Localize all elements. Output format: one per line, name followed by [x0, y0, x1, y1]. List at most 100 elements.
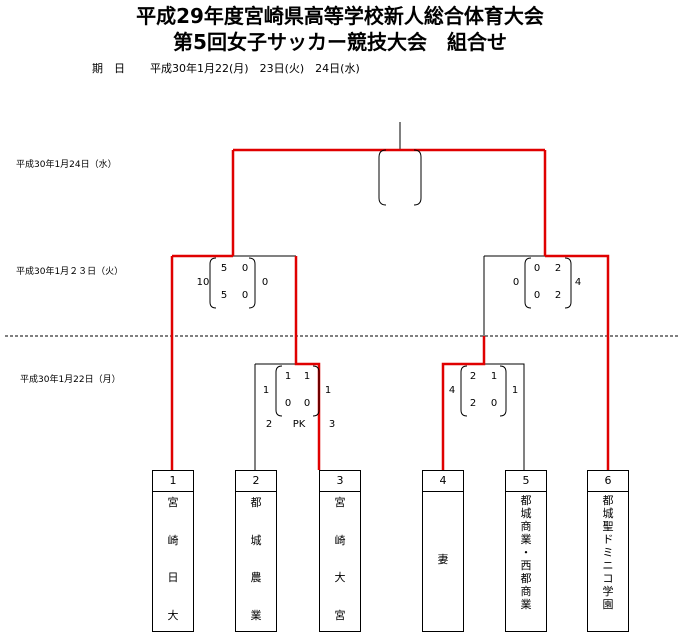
team-name: 妻 [423, 492, 463, 624]
team-name-char: 都 [520, 494, 532, 507]
sf-right-bracket-right [564, 257, 572, 309]
sf-left-outer-left: 10 [196, 277, 210, 288]
team-name-char: 業 [250, 608, 262, 622]
team-name: 都 城 聖 ド ミ ニ コ 学 園 [588, 492, 628, 611]
team-name-char: コ [602, 572, 614, 585]
r1-left-bracket-left [275, 365, 283, 417]
r1-right-inner-tl: 2 [469, 371, 477, 382]
team-box-3: 3 宮 崎 大 宮 [319, 470, 361, 632]
sf-right-inner-tl: 0 [533, 263, 541, 274]
team-name-char: 城 [602, 507, 614, 520]
team-name-char: 大 [167, 608, 179, 622]
team-name-char: 学 [602, 585, 614, 598]
sf-right-bracket-left [524, 257, 532, 309]
red-sf-right-branch [441, 336, 486, 470]
team-name-char: 商 [520, 585, 532, 598]
team-name-char: 城 [250, 533, 262, 547]
r1-left-inner-tl: 1 [284, 371, 292, 382]
team-name-char: 商 [520, 520, 532, 533]
team-name-char: 業 [520, 533, 532, 546]
team-number: 4 [423, 471, 463, 492]
sf-left-bracket-right [248, 257, 256, 309]
line-r1-left-left [254, 363, 296, 470]
r1-left-inner-tr: 1 [303, 371, 311, 382]
sf-left-inner-tr: 0 [241, 263, 249, 274]
team-name-char: 都 [250, 496, 262, 509]
sf-right-outer-left: 0 [512, 277, 520, 288]
team-name-char: 業 [520, 598, 532, 611]
team-name-char: 妻 [437, 552, 449, 566]
team-name: 都 城 商 業 ・ 西 都 商 業 [506, 492, 546, 611]
round-label-final: 平成30年1月24日（水） [16, 160, 117, 170]
sf-left-inner-br: 0 [241, 290, 249, 301]
red-sf-right [545, 254, 610, 470]
team-name-char: 大 [334, 571, 346, 585]
date-value: 平成30年1月22(月) 23日(火) 24日(水) [150, 62, 360, 75]
team-name-char: 園 [602, 598, 614, 611]
r1-left-bracket-right [312, 365, 320, 417]
r1-right-inner-tr: 1 [490, 371, 498, 382]
sf-left-inner-tl: 5 [220, 263, 228, 274]
r1-left-pk-left: 2 [265, 419, 273, 430]
sf-right-inner-br: 2 [554, 290, 562, 301]
red-final [231, 148, 547, 256]
team-number: 2 [236, 471, 276, 492]
round-label-first: 平成30年1月22日（月） [20, 375, 121, 385]
r1-right-inner-bl: 2 [469, 398, 477, 409]
team-box-4: 4 妻 [422, 470, 464, 632]
final-score-bracket-right [413, 149, 422, 206]
team-number: 5 [506, 471, 546, 492]
sf-left-bracket-left [209, 257, 217, 309]
team-name-char: 宮 [334, 496, 346, 509]
team-box-6: 6 都 城 聖 ド ミ ニ コ 学 園 [587, 470, 629, 632]
team-box-2: 2 都 城 農 業 [235, 470, 277, 632]
team-name-char: 崎 [334, 533, 346, 547]
tournament-title: 平成29年度宮崎県高等学校新人総合体育大会 [136, 4, 544, 28]
team-name-char: ミ [602, 546, 614, 559]
team-name-char: ド [602, 533, 614, 546]
r1-left-inner-bl: 0 [284, 398, 292, 409]
team-name-char: 宮 [334, 608, 346, 622]
team-number: 6 [588, 471, 628, 492]
r1-right-bracket-left [460, 365, 468, 417]
team-name-char: 宮 [167, 496, 179, 509]
team-name: 都 城 農 業 [236, 492, 276, 622]
team-number: 1 [153, 471, 193, 492]
r1-left-pk-right: 3 [328, 419, 336, 430]
team-name-char: ニ [602, 559, 614, 572]
team-name: 宮 崎 大 宮 [320, 492, 360, 622]
team-name-char: 城 [520, 507, 532, 520]
team-name-char: 農 [250, 571, 262, 585]
team-number: 3 [320, 471, 360, 492]
team-name-char: 聖 [602, 520, 614, 533]
line-r1-right-right [484, 363, 525, 470]
final-score-bracket-left [378, 149, 387, 206]
team-name-char: 西 [520, 559, 532, 572]
sf-left-inner-bl: 5 [220, 290, 228, 301]
team-name-char: 崎 [167, 533, 179, 547]
line-sf-right-left [483, 255, 545, 336]
sf-left-outer-right: 0 [261, 277, 269, 288]
team-name-char: 日 [167, 571, 179, 585]
r1-right-inner-br: 0 [490, 398, 498, 409]
red-sf-left [170, 254, 233, 470]
team-name-char: 都 [520, 572, 532, 585]
r1-right-bracket-right [499, 365, 507, 417]
team-box-1: 1 宮 崎 日 大 [152, 470, 194, 632]
sf-right-inner-bl: 0 [533, 290, 541, 301]
team-box-5: 5 都 城 商 業 ・ 西 都 商 業 [505, 470, 547, 632]
r1-right-outer-left: 4 [448, 385, 456, 396]
round-label-semifinal: 平成30年1月２３日（火） [16, 267, 124, 277]
tournament-subtitle: 第5回女子サッカー競技大会 組合せ [173, 30, 507, 54]
red-sf-left-branch [294, 256, 321, 470]
r1-left-outer-right: 1 [324, 385, 332, 396]
r1-right-outer-right: 1 [511, 385, 519, 396]
team-name: 宮 崎 日 大 [153, 492, 193, 622]
team-name-char: ・ [520, 546, 532, 559]
r1-left-outer-left: 1 [262, 385, 270, 396]
team-name-char: 都 [602, 494, 614, 507]
date-label: 期 日 [92, 62, 125, 75]
sf-right-inner-tr: 2 [554, 263, 562, 274]
r1-left-pk-label: PK [292, 419, 306, 430]
